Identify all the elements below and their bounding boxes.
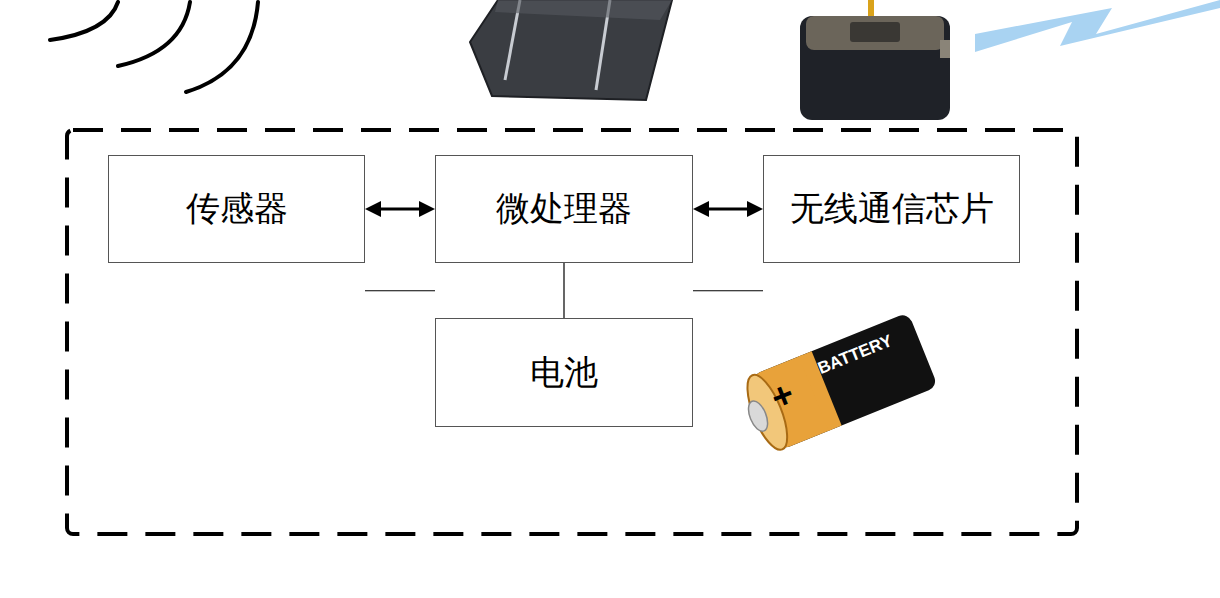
component-name: 微处理器 xyxy=(496,190,632,227)
arrow-head xyxy=(747,201,763,217)
data-link xyxy=(365,201,435,217)
connector-line xyxy=(381,208,419,211)
connector-line xyxy=(365,290,435,291)
component-name: 无线通信芯片 xyxy=(790,190,994,227)
component-box: 传感器 xyxy=(108,155,365,263)
node-boundary xyxy=(67,130,1077,534)
power-line xyxy=(365,290,435,291)
radio-waves xyxy=(50,2,258,92)
component-box: 电池 xyxy=(435,318,693,427)
connector-line xyxy=(563,263,564,318)
arrow-head xyxy=(419,201,435,217)
component-name: 电池 xyxy=(530,354,598,391)
connector-line xyxy=(693,290,763,291)
power-line xyxy=(693,290,763,291)
component-box: 无线通信芯片 xyxy=(763,155,1020,263)
arrow-head xyxy=(365,201,381,217)
arrow-head xyxy=(693,201,709,217)
solar-panel xyxy=(470,0,672,100)
sensor-device xyxy=(800,0,950,120)
connector-line xyxy=(709,208,747,211)
component-name: 传感器 xyxy=(186,190,288,227)
component-box: 微处理器 xyxy=(435,155,693,263)
power-line xyxy=(564,263,565,318)
lightning xyxy=(975,0,1220,52)
battery-illustration xyxy=(736,312,938,456)
data-link xyxy=(693,201,763,217)
